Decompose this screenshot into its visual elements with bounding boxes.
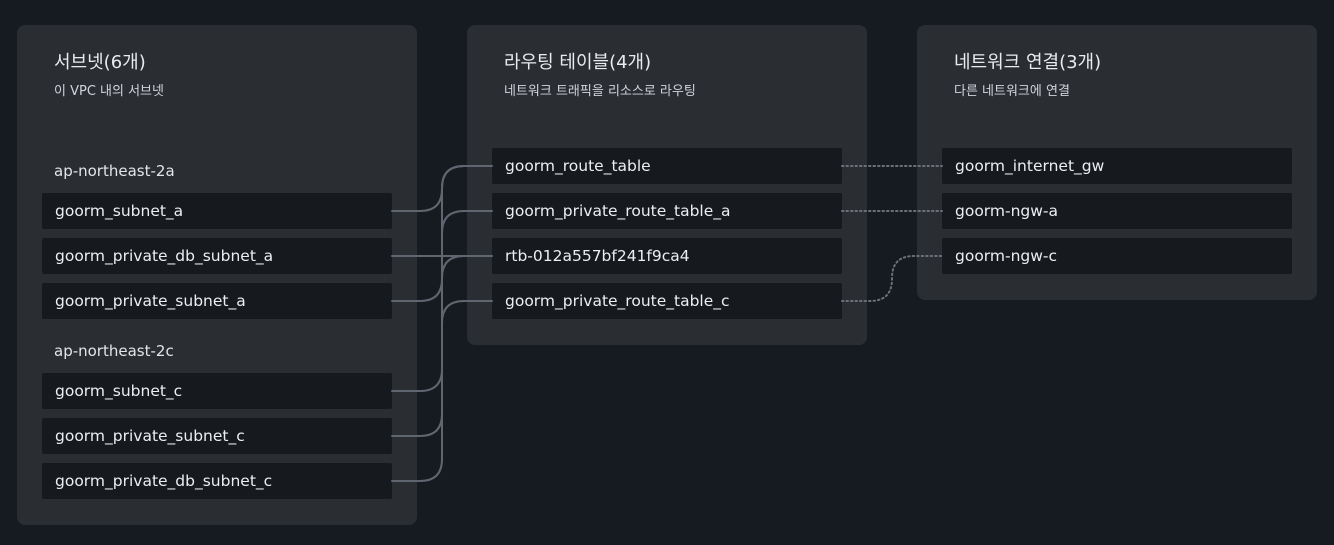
network-connections-panel-subtitle: 다른 네트워크에 연결 xyxy=(954,84,1070,99)
subnets-panel-subtitle: 이 VPC 내의 서브넷 xyxy=(54,84,164,99)
subnet-item-goorm-private-subnet-c[interactable]: goorm_private_subnet_c xyxy=(42,418,392,454)
connection-item-goorm-ngw-c[interactable]: goorm-ngw-c xyxy=(942,238,1292,274)
subnets-panel-title: 서브넷(6개) xyxy=(54,52,146,73)
route-table-item-rtb-012a557bf241f9ca4[interactable]: rtb-012a557bf241f9ca4 xyxy=(492,238,842,274)
subnet-item-goorm-private-db-subnet-a[interactable]: goorm_private_db_subnet_a xyxy=(42,238,392,274)
connection-item-goorm-internet-gw[interactable]: goorm_internet_gw xyxy=(942,148,1292,184)
network-connections-panel-title: 네트워크 연결(3개) xyxy=(954,52,1102,73)
route-tables-panel-title: 라우팅 테이블(4개) xyxy=(504,52,652,73)
subnet-item-goorm-private-db-subnet-c[interactable]: goorm_private_db_subnet_c xyxy=(42,463,392,499)
connection-item-goorm-ngw-a[interactable]: goorm-ngw-a xyxy=(942,193,1292,229)
subnet-item-goorm-subnet-c[interactable]: goorm_subnet_c xyxy=(42,373,392,409)
subnet-item-goorm-private-subnet-a[interactable]: goorm_private_subnet_a xyxy=(42,283,392,319)
route-tables-panel: 라우팅 테이블(4개) 네트워크 트래픽을 리소스로 라우팅 goorm_rou… xyxy=(467,25,867,345)
route-table-item-goorm-route-table[interactable]: goorm_route_table xyxy=(492,148,842,184)
az-label-2a: ap-northeast-2a xyxy=(54,162,175,180)
route-table-item-goorm-private-route-table-c[interactable]: goorm_private_route_table_c xyxy=(492,283,842,319)
network-connections-panel: 네트워크 연결(3개) 다른 네트워크에 연결 goorm_internet_g… xyxy=(917,25,1317,300)
subnet-item-goorm-subnet-a[interactable]: goorm_subnet_a xyxy=(42,193,392,229)
route-table-item-goorm-private-route-table-a[interactable]: goorm_private_route_table_a xyxy=(492,193,842,229)
route-tables-panel-subtitle: 네트워크 트래픽을 리소스로 라우팅 xyxy=(504,84,696,99)
az-label-2c: ap-northeast-2c xyxy=(54,342,174,360)
subnets-panel: 서브넷(6개) 이 VPC 내의 서브넷 ap-northeast-2a goo… xyxy=(17,25,417,525)
